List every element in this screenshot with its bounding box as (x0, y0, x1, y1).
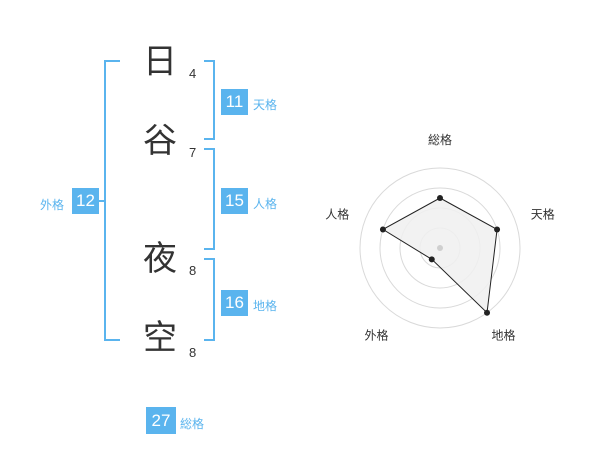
tenkaku-bracket-vertical (213, 60, 215, 140)
radar-point (428, 256, 435, 263)
chikaku-bracket-vertical (213, 258, 215, 341)
jinkaku-bracket-top (204, 148, 215, 150)
radar-axis-label: 人格 (325, 207, 349, 222)
tenkaku-bracket-top (204, 60, 215, 62)
chikaku-score: 16 (221, 290, 248, 316)
radar-center-dot (437, 245, 443, 251)
radar-grid-ring (379, 187, 501, 309)
radar-point (484, 309, 491, 316)
gaikaku-score: 12 (72, 188, 99, 214)
chikaku-bracket-top (204, 258, 215, 260)
stroke-count-3: 8 (189, 263, 197, 278)
soukaku-score: 27 (146, 407, 176, 434)
char-1: 日 (143, 42, 177, 82)
gaikaku-bracket-top (104, 60, 120, 62)
chikaku-bracket-bottom (204, 339, 215, 341)
radar-area (381, 197, 498, 314)
stroke-count-2: 7 (189, 145, 197, 160)
radar-axis-label: 天格 (531, 207, 555, 222)
char-3: 夜 (143, 239, 177, 279)
gaikaku-bracket-bottom (104, 339, 120, 341)
jinkaku-bracket-vertical (213, 148, 215, 250)
gaikaku-bracket-vertical (104, 60, 106, 341)
jinkaku-label: 人格 (253, 197, 278, 211)
gaikaku-bracket-tick (98, 200, 104, 202)
radar-axis-label: 外格 (365, 327, 389, 342)
radar-grid-ring (359, 167, 521, 329)
tenkaku-bracket-bottom (204, 138, 215, 140)
radar-axis-label: 地格 (491, 327, 515, 342)
stroke-count-1: 4 (189, 66, 197, 81)
jinkaku-bracket-bottom (204, 248, 215, 250)
soukaku-label: 総格 (180, 417, 205, 431)
tenkaku-label: 天格 (253, 98, 278, 112)
radar-point (494, 226, 501, 233)
char-4: 空 (143, 318, 177, 358)
char-2: 谷 (143, 121, 177, 161)
stroke-count-4: 8 (189, 345, 197, 360)
radar-point (379, 226, 386, 233)
radar-axis-label: 総格 (428, 132, 452, 147)
gaikaku-label: 外格 (40, 198, 65, 212)
jinkaku-score: 15 (221, 188, 248, 214)
radar-point (437, 195, 443, 201)
chikaku-label: 地格 (253, 299, 278, 313)
tenkaku-score: 11 (221, 89, 248, 115)
